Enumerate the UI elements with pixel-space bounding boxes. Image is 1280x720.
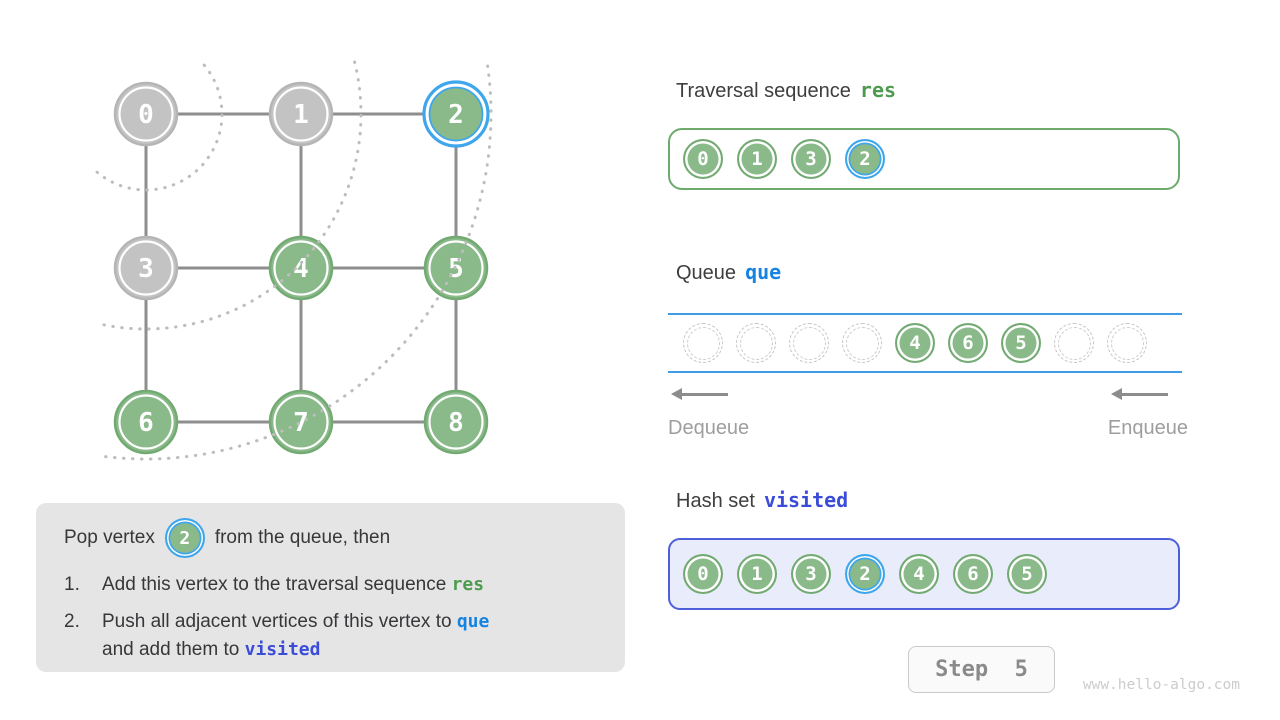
- vertex-circle-5: 5: [1007, 554, 1047, 594]
- queue-var-name: que: [745, 260, 782, 284]
- intro-text-after: from the queue, then: [214, 527, 391, 548]
- svg-text:4: 4: [293, 254, 309, 284]
- vertex-circle-4: 4: [899, 554, 939, 594]
- graph-vertex-2: 2: [422, 80, 490, 148]
- queue-heading: Queue que: [676, 260, 781, 285]
- vertex-circle-1: 1: [737, 554, 777, 594]
- visited-title: Hash set: [676, 490, 755, 512]
- traversal-var-name: res: [859, 78, 897, 102]
- empty-slot: [842, 323, 882, 363]
- vertex-circle-4: 4: [895, 323, 935, 363]
- bfs-level-arc-1: [90, 63, 224, 192]
- graph-vertex-8: 8: [423, 389, 489, 455]
- list-text: Add this vertex to the traversal sequenc…: [102, 574, 485, 595]
- empty-slot: [736, 323, 776, 363]
- svg-text:8: 8: [448, 408, 464, 438]
- graph-vertex-7: 7: [268, 389, 334, 455]
- svg-text:7: 7: [293, 408, 309, 438]
- list-number: 1.: [64, 574, 80, 595]
- vertex-circle-5: 5: [1001, 323, 1041, 363]
- traversal-title: Traversal sequence: [676, 80, 851, 102]
- graph-vertex-0: 0: [113, 81, 179, 147]
- graph-vertex-1: 1: [268, 81, 334, 147]
- svg-text:6: 6: [138, 408, 154, 438]
- bfs-level-arc-3: [102, 64, 493, 461]
- explanation-item-1: 1. Add this vertex to the traversal seque…: [64, 571, 601, 599]
- enqueue-label: Enqueue: [1107, 417, 1188, 439]
- vertex-circle-3: 3: [791, 139, 831, 179]
- vertex-circle-2: 2: [845, 554, 885, 594]
- empty-slot: [1107, 323, 1147, 363]
- enqueue-arrow-icon: [1111, 388, 1168, 399]
- vertex-circle-2: 2: [845, 139, 885, 179]
- popped-vertex-circle: 2: [164, 518, 205, 558]
- empty-slot: [1054, 323, 1094, 363]
- vertex-circle-1: 1: [737, 139, 777, 179]
- traversal-heading: Traversal sequence res: [676, 78, 896, 103]
- svg-text:3: 3: [138, 254, 154, 284]
- svg-text:5: 5: [448, 254, 464, 284]
- svg-text:2: 2: [448, 100, 464, 130]
- intro-text-before: Pop vertex: [64, 527, 155, 548]
- graph-vertex-3: 3: [113, 235, 179, 301]
- watermark: www.hello-algo.com: [1082, 677, 1240, 693]
- vertex-circle-0: 0: [683, 554, 723, 594]
- visited-heading: Hash set visited: [676, 488, 848, 513]
- graph-vertex-6: 6: [113, 389, 179, 455]
- explanation-intro: Pop vertex 2 from the queue, then: [64, 518, 601, 558]
- step-button[interactable]: Step 5: [908, 646, 1055, 693]
- explanation-item-2: 2. Push all adjacent vertices of this ver…: [64, 608, 601, 664]
- dequeue-arrow-icon: [671, 388, 728, 399]
- vertex-circle-3: 3: [791, 554, 831, 594]
- dequeue-label: Dequeue: [668, 417, 750, 439]
- svg-text:0: 0: [138, 100, 154, 130]
- empty-slot: [683, 323, 723, 363]
- list-number: 2.: [64, 611, 80, 632]
- vertex-circle-6: 6: [953, 554, 993, 594]
- explanation-list: 1. Add this vertex to the traversal seque…: [64, 571, 601, 664]
- explanation-box: Pop vertex 2 from the queue, then 1. Add …: [36, 503, 625, 672]
- graph-canvas: 0 1 2 3 4 5 6 7 8: [90, 60, 493, 461]
- visited-var-name: visited: [763, 488, 849, 512]
- list-text: Push all adjacent vertices of this verte…: [102, 611, 490, 660]
- vertex-circle-6: 6: [948, 323, 988, 363]
- queue-title: Queue: [676, 262, 737, 284]
- svg-text:1: 1: [293, 100, 309, 130]
- empty-slot: [789, 323, 829, 363]
- vertex-circle-0: 0: [683, 139, 723, 179]
- graph-vertex-4: 4: [268, 235, 334, 301]
